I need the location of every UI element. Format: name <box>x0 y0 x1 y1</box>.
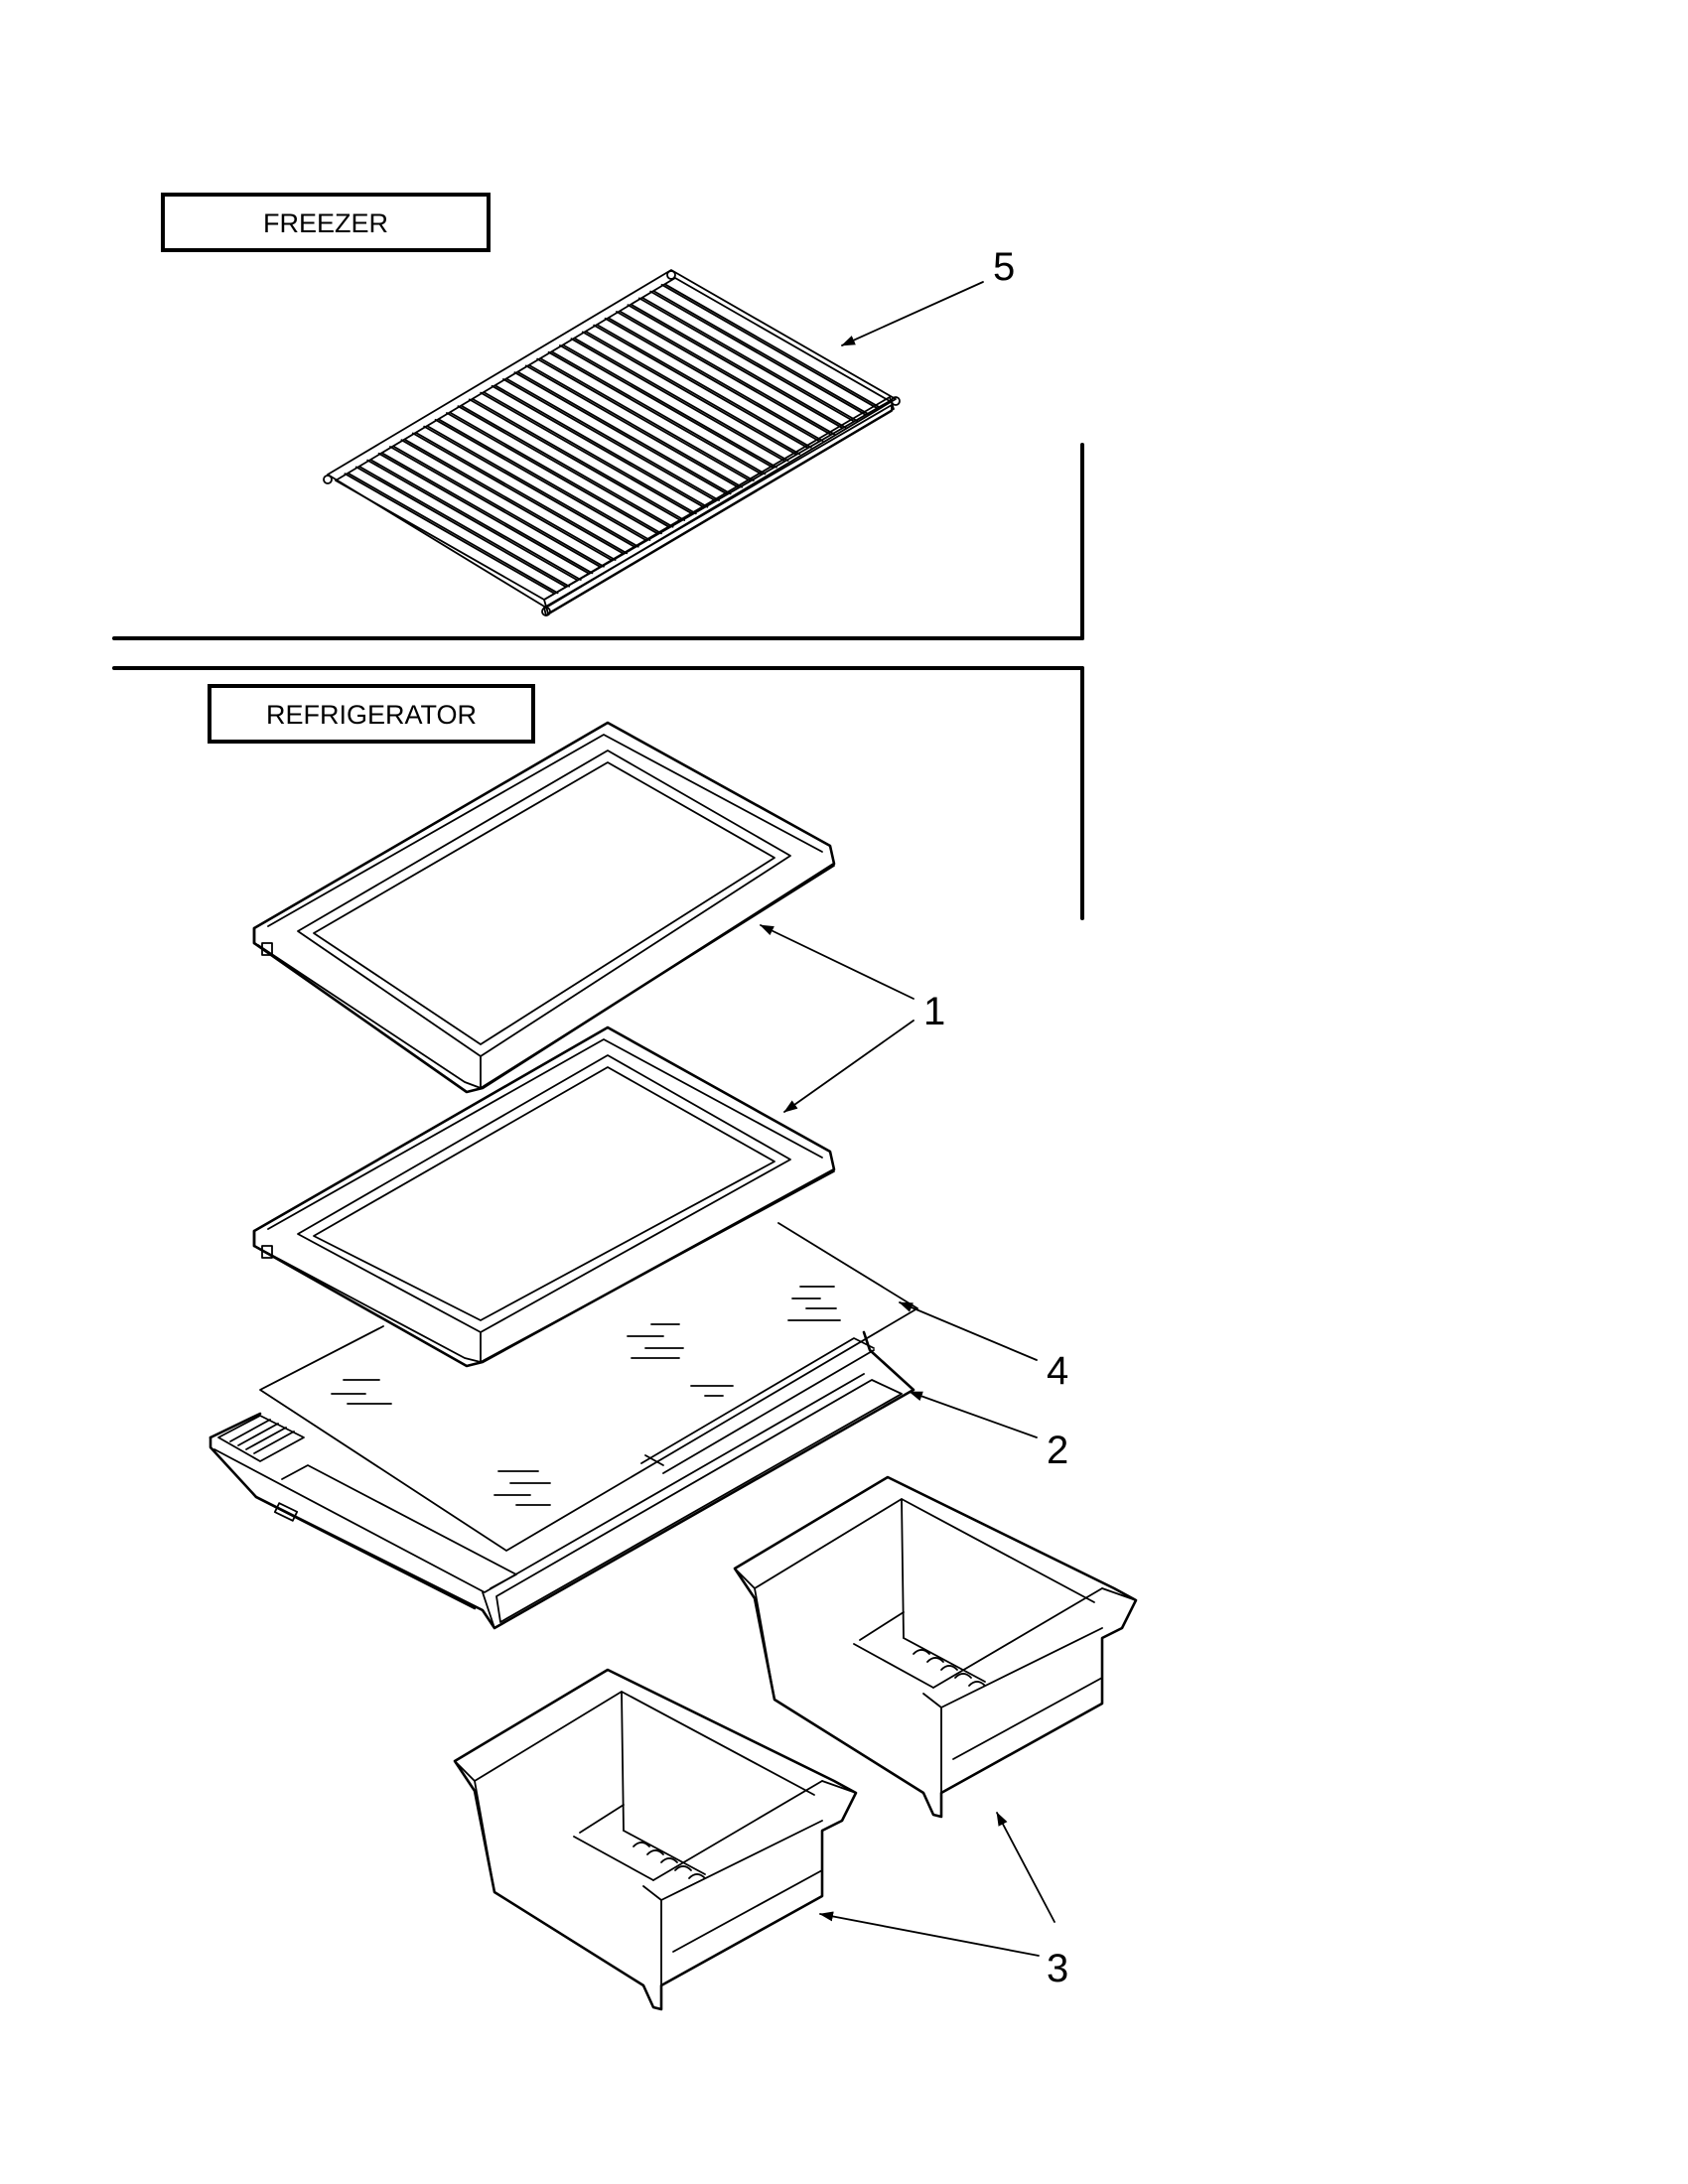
wire-rod <box>664 283 882 409</box>
wire-rod <box>472 398 686 521</box>
wire-rod <box>366 459 578 581</box>
wire-rod <box>574 338 789 462</box>
callout-numbers: 5 1 4 2 3 <box>923 245 1068 1990</box>
wire-rod <box>570 338 785 462</box>
wire-rod <box>450 412 662 535</box>
wire-rod <box>423 425 635 548</box>
wire-rod <box>620 311 835 436</box>
freezer-wire-shelf <box>323 269 901 616</box>
arrow-2 <box>909 1391 1038 1438</box>
wire-rod <box>653 290 870 416</box>
refrigerator-label: REFRIGERATOR <box>266 700 477 730</box>
wire-rod <box>660 283 878 409</box>
callout-2: 2 <box>1047 1429 1068 1472</box>
crisper-cover-frame <box>209 1330 915 1630</box>
callout-3: 3 <box>1047 1947 1068 1990</box>
wire-rod <box>631 304 847 429</box>
wire-rod <box>517 371 732 495</box>
wire-rod <box>513 371 728 495</box>
glass-insert <box>259 1222 918 1552</box>
arrow-4 <box>899 1301 1038 1361</box>
wire-rod <box>528 364 744 488</box>
wire-rod <box>484 391 697 515</box>
wire-rod <box>502 378 716 501</box>
wire-rod <box>649 290 866 416</box>
refrigerator-section-frame <box>112 666 1084 920</box>
wire-rod <box>354 466 567 588</box>
glass-reflection-marks <box>331 1286 841 1506</box>
freezer-label: FREEZER <box>263 208 388 238</box>
wire-rod <box>358 466 571 588</box>
crisper-drawer-left <box>453 1668 858 2011</box>
wire-rod <box>593 324 808 449</box>
crisper-drawer-right <box>733 1475 1138 1819</box>
wire-rod <box>581 331 797 456</box>
freezer-label-box: FREEZER <box>161 193 491 252</box>
wire-rod <box>536 357 751 481</box>
wire-rod <box>547 350 763 476</box>
wire-rod <box>506 378 720 501</box>
wire-rod <box>457 405 670 528</box>
arrow-1a <box>760 924 914 1000</box>
arrow-3a <box>996 1812 1055 1923</box>
wire-rod <box>597 324 812 449</box>
wire-rod <box>559 344 774 469</box>
arrow-5 <box>841 281 984 346</box>
wire-rod <box>468 398 682 521</box>
wire-rod <box>494 384 709 508</box>
wire-rod <box>641 297 859 422</box>
wire-rod <box>344 473 555 595</box>
wire-rod <box>438 418 651 541</box>
wire-rod <box>377 452 590 575</box>
wire-rod <box>637 297 855 422</box>
wire-rod <box>480 391 693 515</box>
callout-arrows <box>760 281 1055 1957</box>
wire-rod <box>381 452 594 575</box>
wire-rod <box>608 317 824 442</box>
arrow-3b <box>819 1911 1040 1957</box>
wire-rod <box>540 357 755 481</box>
arrow-1b <box>783 1020 914 1113</box>
wire-rod <box>370 459 582 581</box>
wire-rod <box>393 446 605 568</box>
wire-rod <box>411 432 625 555</box>
wire-rod <box>616 311 831 436</box>
callout-4: 4 <box>1047 1349 1068 1393</box>
callout-1: 1 <box>923 990 945 1033</box>
wire-rod <box>415 432 629 555</box>
wire-rod <box>404 439 617 561</box>
wire-rod <box>627 304 843 429</box>
wire-rod <box>389 446 601 568</box>
drawer-right-floor-ribs <box>913 1649 986 1687</box>
glass-shelf-upper <box>252 721 836 1094</box>
wire-rod <box>400 439 613 561</box>
wire-rod <box>524 364 740 488</box>
wire-rod <box>348 473 559 595</box>
drawer-left-floor-ribs <box>633 1842 706 1879</box>
wire-rod <box>434 418 647 541</box>
wire-rod <box>585 331 801 456</box>
freezer-section-frame <box>112 443 1084 640</box>
wire-rod <box>604 317 820 442</box>
refrigerator-label-box: REFRIGERATOR <box>208 684 535 744</box>
glass-shelf-lower <box>252 1025 836 1368</box>
wire-rod <box>427 425 639 548</box>
wire-rod <box>551 350 767 476</box>
wire-rod <box>563 344 777 469</box>
wire-rod <box>461 405 674 528</box>
callout-5: 5 <box>993 245 1015 289</box>
wire-rod <box>446 412 658 535</box>
wire-rod <box>491 384 705 508</box>
